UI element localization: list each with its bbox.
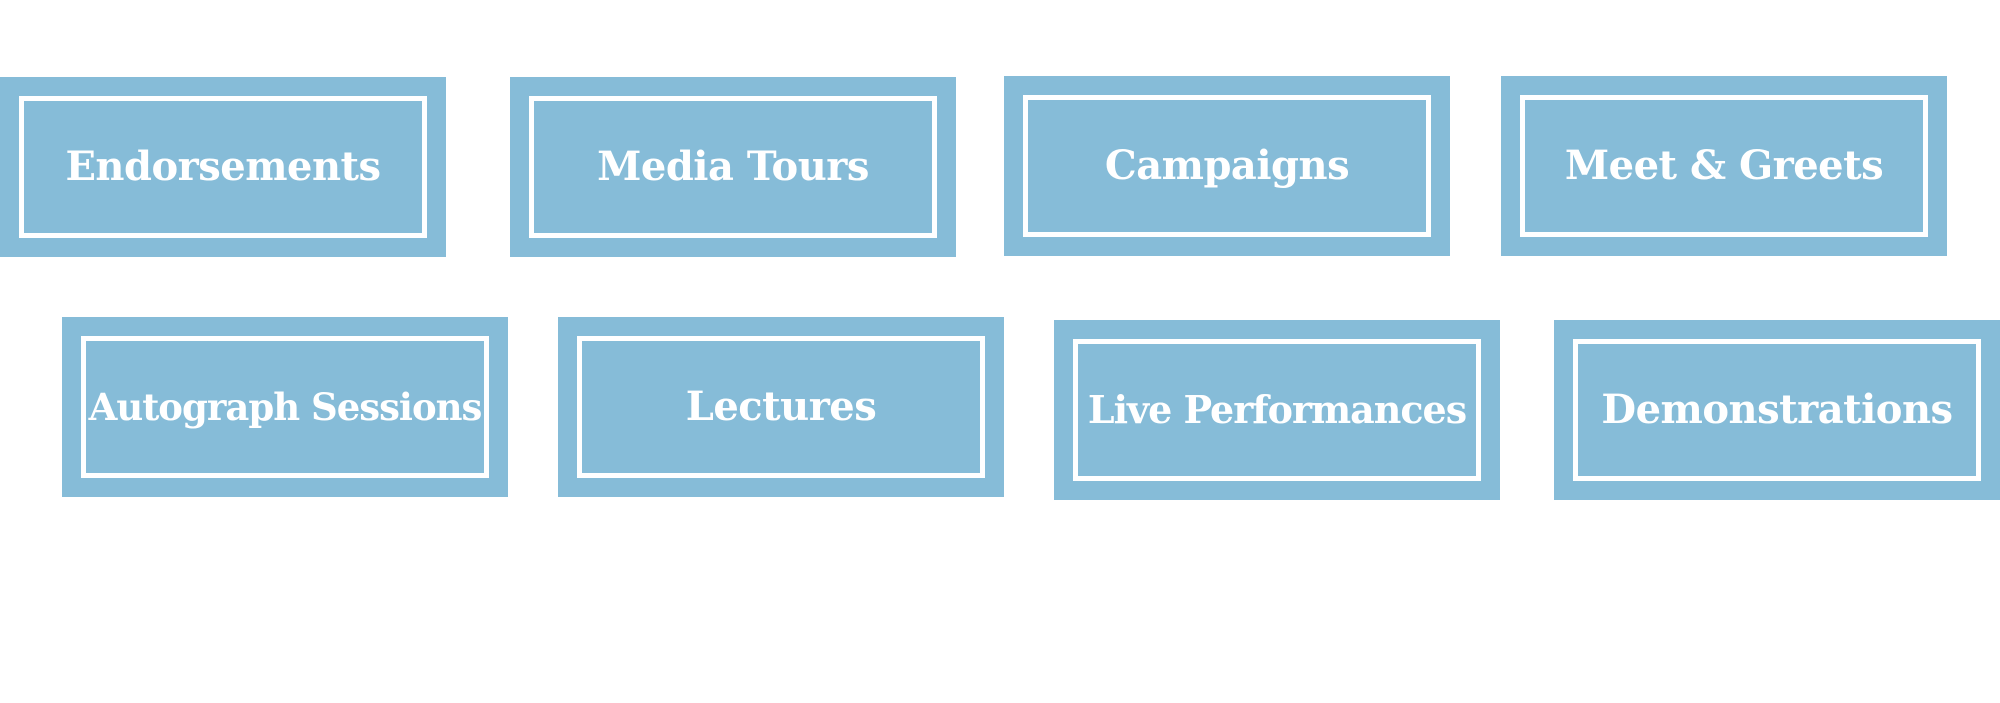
tile-inner-frame bbox=[19, 96, 427, 238]
tile-label: Demonstrations bbox=[1601, 386, 1953, 433]
tile-label: Live Performances bbox=[1087, 387, 1467, 432]
tile-media-tours[interactable]: Media Tours bbox=[510, 77, 956, 257]
tile-endorsements[interactable]: Endorsements bbox=[0, 77, 446, 257]
tile-label: Autograph Sessions bbox=[88, 384, 483, 429]
tile-label: Endorsements bbox=[65, 143, 381, 190]
tile-autograph-sessions[interactable]: Autograph Sessions bbox=[62, 317, 508, 497]
tile-inner-frame bbox=[1573, 339, 1981, 481]
tile-inner-frame bbox=[577, 336, 985, 478]
tile-inner-frame bbox=[529, 96, 937, 238]
tile-label: Campaigns bbox=[1104, 142, 1350, 189]
tile-meet-and-greets[interactable]: Meet & Greets bbox=[1501, 76, 1947, 256]
tile-inner-frame bbox=[1520, 95, 1928, 237]
tile-lectures[interactable]: Lectures bbox=[558, 317, 1004, 497]
tile-inner-frame bbox=[1023, 95, 1431, 237]
tile-campaigns[interactable]: Campaigns bbox=[1004, 76, 1450, 256]
tile-inner-frame bbox=[1073, 339, 1481, 481]
tile-inner-frame bbox=[81, 336, 489, 478]
tile-label: Lectures bbox=[685, 383, 877, 430]
tile-label: Media Tours bbox=[597, 143, 869, 190]
tile-label: Meet & Greets bbox=[1564, 142, 1884, 189]
tile-live-performances[interactable]: Live Performances bbox=[1054, 320, 1500, 500]
tile-demonstrations[interactable]: Demonstrations bbox=[1554, 320, 2000, 500]
